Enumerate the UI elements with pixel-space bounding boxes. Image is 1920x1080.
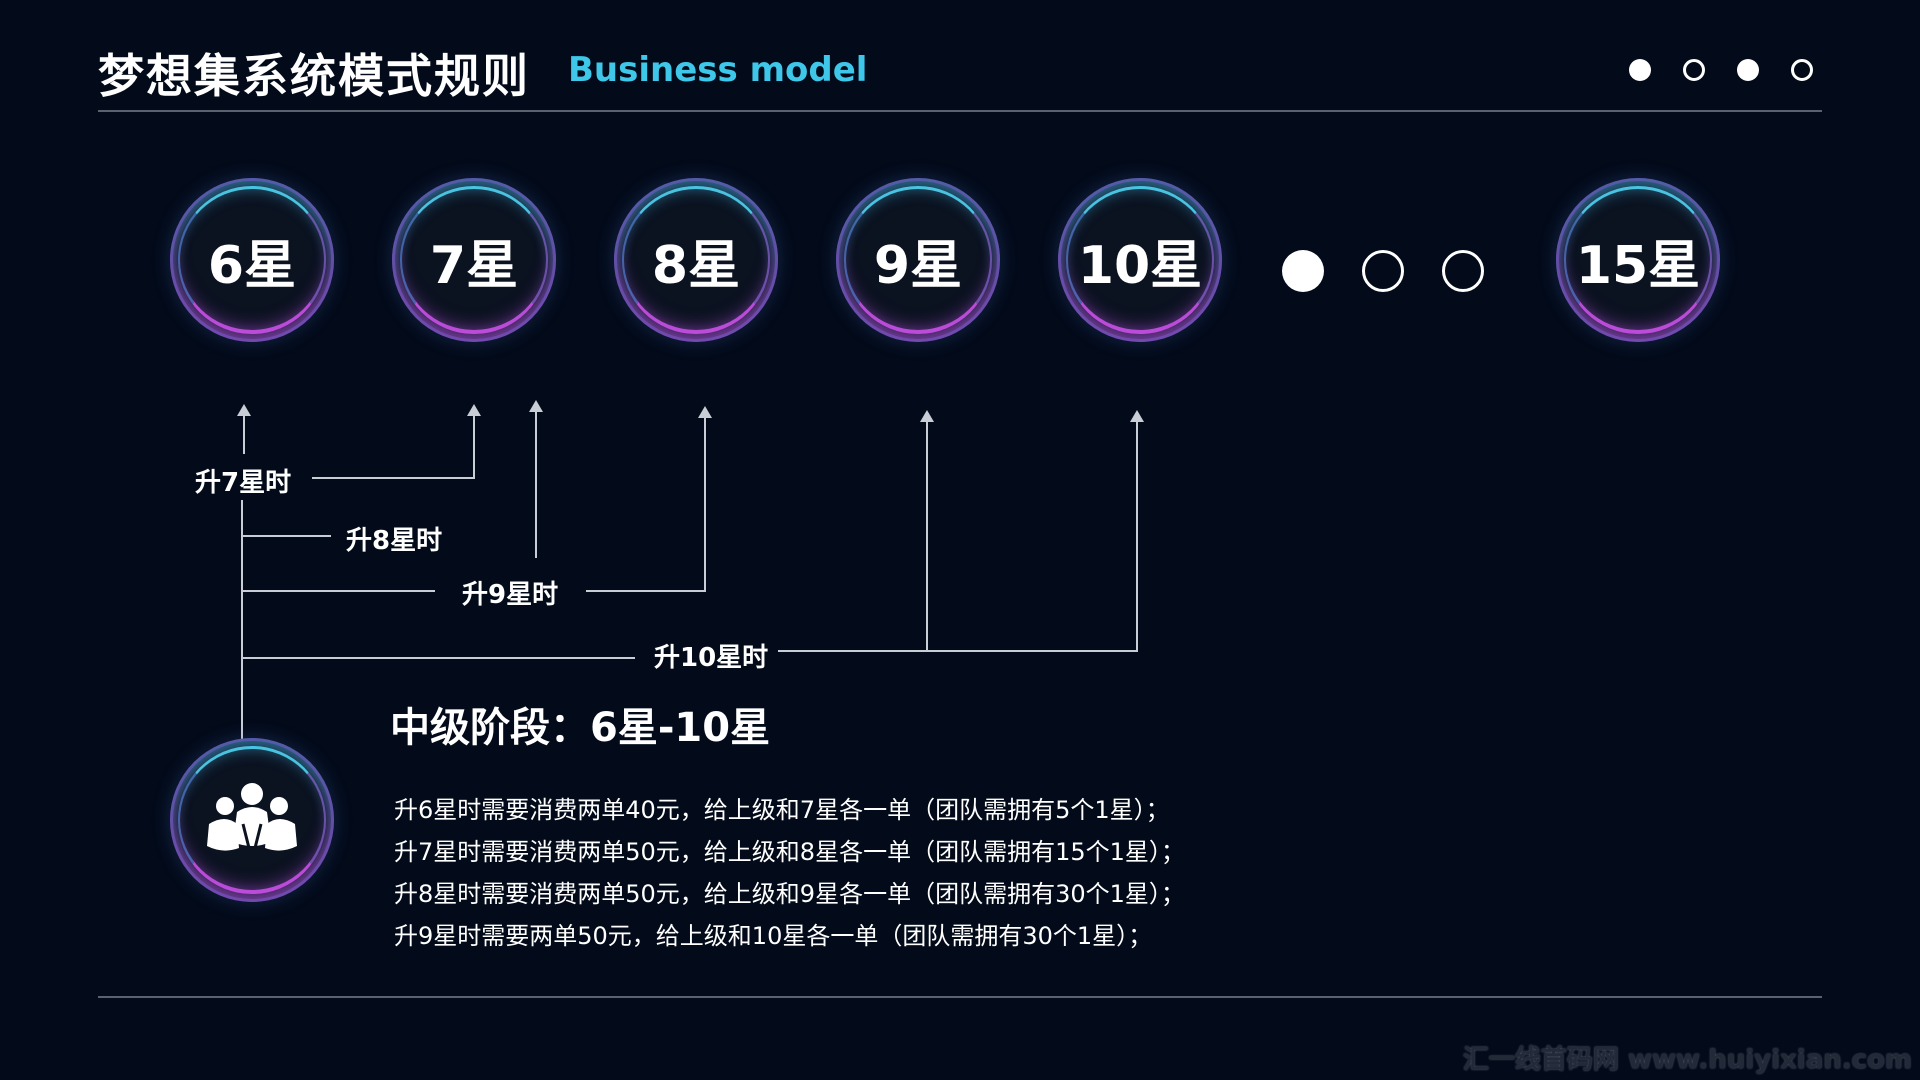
branch-9-vertical <box>704 414 706 592</box>
branch-9-arrow <box>698 406 712 418</box>
branch-7-horizontal <box>312 477 474 479</box>
star-bubble-15: 15星 <box>1556 178 1720 342</box>
star-bubble-9: 9星 <box>836 178 1000 342</box>
star-bubble-7: 7星 <box>392 178 556 342</box>
page-subtitle: Business model <box>568 50 868 90</box>
header-divider <box>98 110 1822 112</box>
team-icon <box>170 738 334 902</box>
arrow-6-line <box>243 412 245 454</box>
rule-line-3: 升8星时需要消费两单50元，给上级和9星各一单（团队需拥有30个1星）； <box>394 880 1185 908</box>
branch-7-vertical <box>473 412 475 479</box>
branch-10-arrow-a <box>920 410 934 422</box>
stage-title: 中级阶段：6星-10星 <box>390 705 771 751</box>
branch-8-vertical <box>535 408 537 558</box>
branch-10-arrow-b <box>1130 410 1144 422</box>
arrow-6-head <box>237 404 251 416</box>
bubble-ring <box>844 186 992 334</box>
bubble-ring <box>1066 186 1214 334</box>
star-bubble-8: 8星 <box>614 178 778 342</box>
team-bubble <box>170 738 334 902</box>
rule-line-1: 升6星时需要消费两单40元，给上级和7星各一单（团队需拥有5个1星）； <box>394 796 1170 824</box>
branch-label-9: 升9星时 <box>462 580 559 610</box>
branch-8-horizontal <box>241 535 331 537</box>
branch-10-vertical-b <box>1136 418 1138 652</box>
branch-10-horizontal-right <box>778 650 1138 652</box>
branch-label-7: 升7星时 <box>195 468 292 498</box>
bubble-ring <box>1564 186 1712 334</box>
footer-divider <box>98 996 1822 998</box>
page-title: 梦想集系统模式规则 <box>98 49 530 103</box>
page-dot-1[interactable] <box>1629 59 1651 81</box>
bubble-ring <box>400 186 548 334</box>
ellipsis-dot-2 <box>1362 250 1404 292</box>
star-label: 10星 <box>1077 235 1203 296</box>
star-bubble-6: 6星 <box>170 178 334 342</box>
star-label: 7星 <box>429 235 519 296</box>
page-dot-3[interactable] <box>1737 59 1759 81</box>
ellipsis-dot-3 <box>1442 250 1484 292</box>
rule-line-2: 升7星时需要消费两单50元，给上级和8星各一单（团队需拥有15个1星）； <box>394 838 1185 866</box>
branch-9-horizontal-left <box>241 590 435 592</box>
star-bubble-10: 10星 <box>1058 178 1222 342</box>
star-label: 9星 <box>873 235 963 296</box>
page-dot-2[interactable] <box>1683 59 1705 81</box>
branch-10-horizontal-left <box>241 657 635 659</box>
ellipsis-dot-1 <box>1282 250 1324 292</box>
watermark: 汇一线首码网 www.huiyixian.com <box>1462 1045 1912 1075</box>
bubble-ring <box>622 186 770 334</box>
star-label: 6星 <box>207 235 297 296</box>
bubble-ring <box>178 746 326 894</box>
branch-7-arrow <box>467 404 481 416</box>
page-dot-4[interactable] <box>1791 59 1813 81</box>
branch-label-8: 升8星时 <box>346 526 443 556</box>
branch-8-arrow <box>529 400 543 412</box>
branch-10-vertical-a <box>926 418 928 652</box>
branch-9-horizontal-right <box>586 590 706 592</box>
bubble-ring <box>178 186 326 334</box>
rule-line-4: 升9星时需要两单50元，给上级和10星各一单（团队需拥有30个1星）； <box>394 922 1153 950</box>
star-label: 15星 <box>1575 235 1701 296</box>
branch-label-10: 升10星时 <box>654 643 769 673</box>
star-label: 8星 <box>651 235 741 296</box>
trunk-line <box>241 500 243 740</box>
